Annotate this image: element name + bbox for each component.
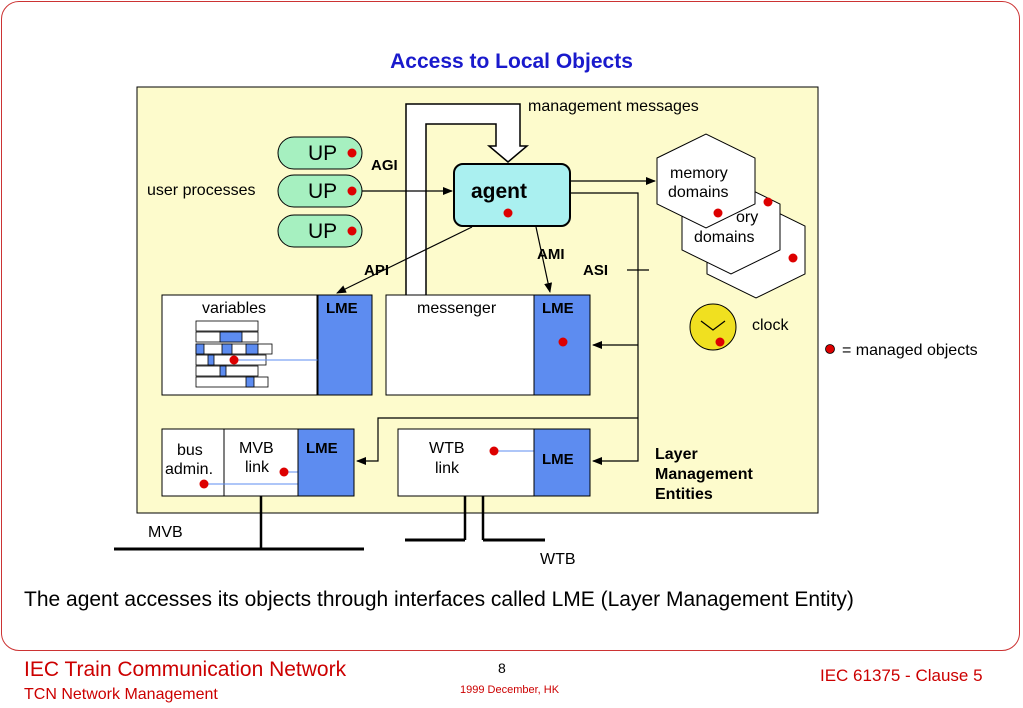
management-messages-arrow [405,103,530,301]
bus-admin-box: bus admin. [161,428,225,497]
messenger-lme: LME [533,294,591,396]
mvb-link-box: MVB link [223,428,299,497]
svg-text:variables: variables [202,300,266,317]
svg-text:LME: LME [306,440,338,457]
ami-arrow [535,226,553,293]
svg-text:memory: memory [670,165,728,182]
agi-label: AGI [371,157,398,174]
svg-text:LME: LME [542,451,574,468]
api-label: API [364,262,389,279]
svg-text:Entities: Entities [655,486,713,503]
layer-management-label: Layer Management Entities [655,446,753,503]
asi-label: ASI [583,262,608,279]
svg-text:domains: domains [668,184,728,201]
asi-to-wtb-arrow [592,418,639,465]
wtb-bus [405,496,545,542]
slide-title: Access to Local Objects [390,50,633,73]
agent-box: agent [453,163,571,227]
slide-frame [1,1,1020,651]
variables-box: variables [161,294,318,396]
mvb-lme: LME [297,428,355,497]
svg-text:MVB: MVB [239,440,274,457]
svg-text:ory: ory [736,209,758,226]
api-arrow [336,226,473,294]
slide-caption: The agent accesses its objects through i… [24,588,854,611]
svg-text:bus: bus [177,442,203,459]
user-processes-label: user processes [147,182,256,199]
svg-text:Management: Management [655,466,753,483]
asi-to-mvb-arrow [356,417,638,465]
svg-text:WTB: WTB [429,440,465,457]
memory-domain-front: memory domains [656,133,756,229]
footer-standard: IEC 61375 - Clause 5 [820,666,983,685]
svg-text:link: link [435,460,460,477]
wtb-link-box: WTB link [397,428,535,497]
user-process-3: UP [277,214,363,248]
clock-label: clock [752,317,789,334]
footer-section-title: TCN Network Management [24,686,218,703]
svg-text:agent: agent [471,180,527,203]
svg-text:LME: LME [542,300,574,317]
wtb-lme: LME [533,428,591,497]
clock-icon [689,303,737,351]
svg-text:UP: UP [308,142,337,165]
svg-text:= managed objects: = managed objects [842,342,978,359]
svg-text:messenger: messenger [417,300,497,317]
wtb-label: WTB [540,551,576,568]
page-number: 8 [498,660,506,676]
footer-course-title: IEC Train Communication Network [24,658,347,681]
variables-lme: LME [317,294,373,396]
asi-bus-line [570,192,639,418]
mvb-bus [114,496,364,551]
svg-text:domains: domains [694,229,754,246]
user-process-1: UP [277,136,363,170]
messenger-box: messenger [385,294,535,396]
user-process-2: UP [277,174,363,208]
ami-label: AMI [537,246,565,263]
managed-objects-legend: = managed objects [825,342,978,359]
svg-text:UP: UP [308,180,337,203]
footer-date: 1999 December, HK [460,684,560,696]
svg-text:Layer: Layer [655,446,698,463]
svg-text:UP: UP [308,220,337,243]
svg-text:LME: LME [326,300,358,317]
mvb-label: MVB [148,524,183,541]
svg-text:link: link [245,459,270,476]
management-messages-label: management messages [528,98,699,115]
svg-text:admin.: admin. [165,461,213,478]
